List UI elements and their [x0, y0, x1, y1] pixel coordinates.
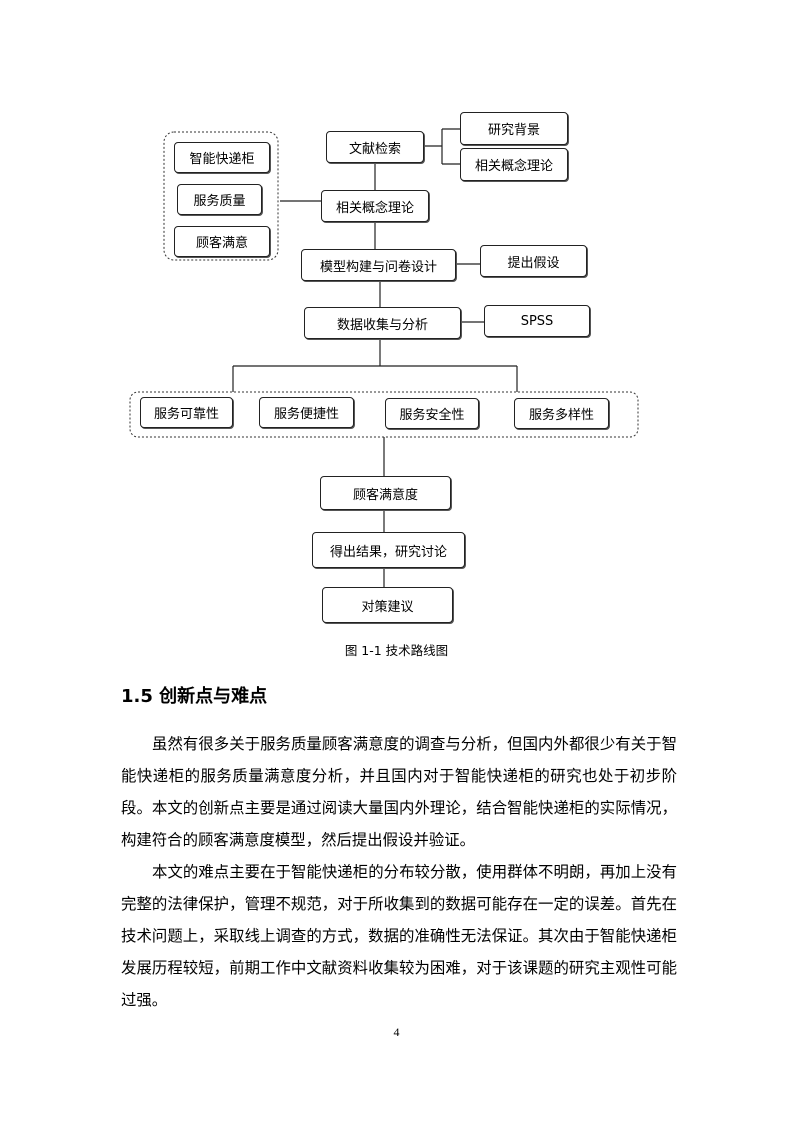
node-suggestions: 对策建议 [322, 587, 453, 623]
node-hypothesis: 提出假设 [480, 245, 587, 277]
paragraph-innovation: 虽然有很多关于服务质量顾客满意度的调查与分析，但国内外都很少有关于智能快递柜的服… [121, 735, 677, 849]
node-data-collection: 数据收集与分析 [304, 307, 461, 339]
node-spss: SPSS [484, 305, 590, 337]
figure-caption: 图 1-1 技术路线图 [344, 643, 449, 658]
node-related-concepts-right: 相关概念理论 [460, 148, 568, 181]
node-results-discussion: 得出结果，研究讨论 [312, 532, 465, 568]
section-heading: 1.5 创新点与难点 [121, 686, 268, 707]
node-literature-search: 文献检索 [326, 131, 424, 163]
node-research-background: 研究背景 [460, 112, 568, 145]
paragraph-difficulty: 本文的难点主要在于智能快递柜的分布较分散，使用群体不明朗，再加上没有完整的法律保… [121, 863, 677, 1009]
page-number: 4 [393, 1025, 400, 1039]
node-smart-locker: 智能快递柜 [174, 142, 270, 173]
node-service-diversity: 服务多样性 [514, 398, 609, 429]
node-model-building: 模型构建与问卷设计 [301, 249, 456, 281]
node-service-reliability: 服务可靠性 [140, 397, 233, 428]
node-related-concepts: 相关概念理论 [321, 190, 429, 222]
node-service-quality: 服务质量 [177, 184, 262, 215]
node-customer-satisfaction: 顾客满意度 [320, 476, 451, 510]
node-service-safety: 服务安全性 [385, 398, 479, 429]
node-customer-satisfaction-left: 顾客满意 [174, 226, 270, 257]
node-service-convenience: 服务便捷性 [259, 397, 354, 428]
